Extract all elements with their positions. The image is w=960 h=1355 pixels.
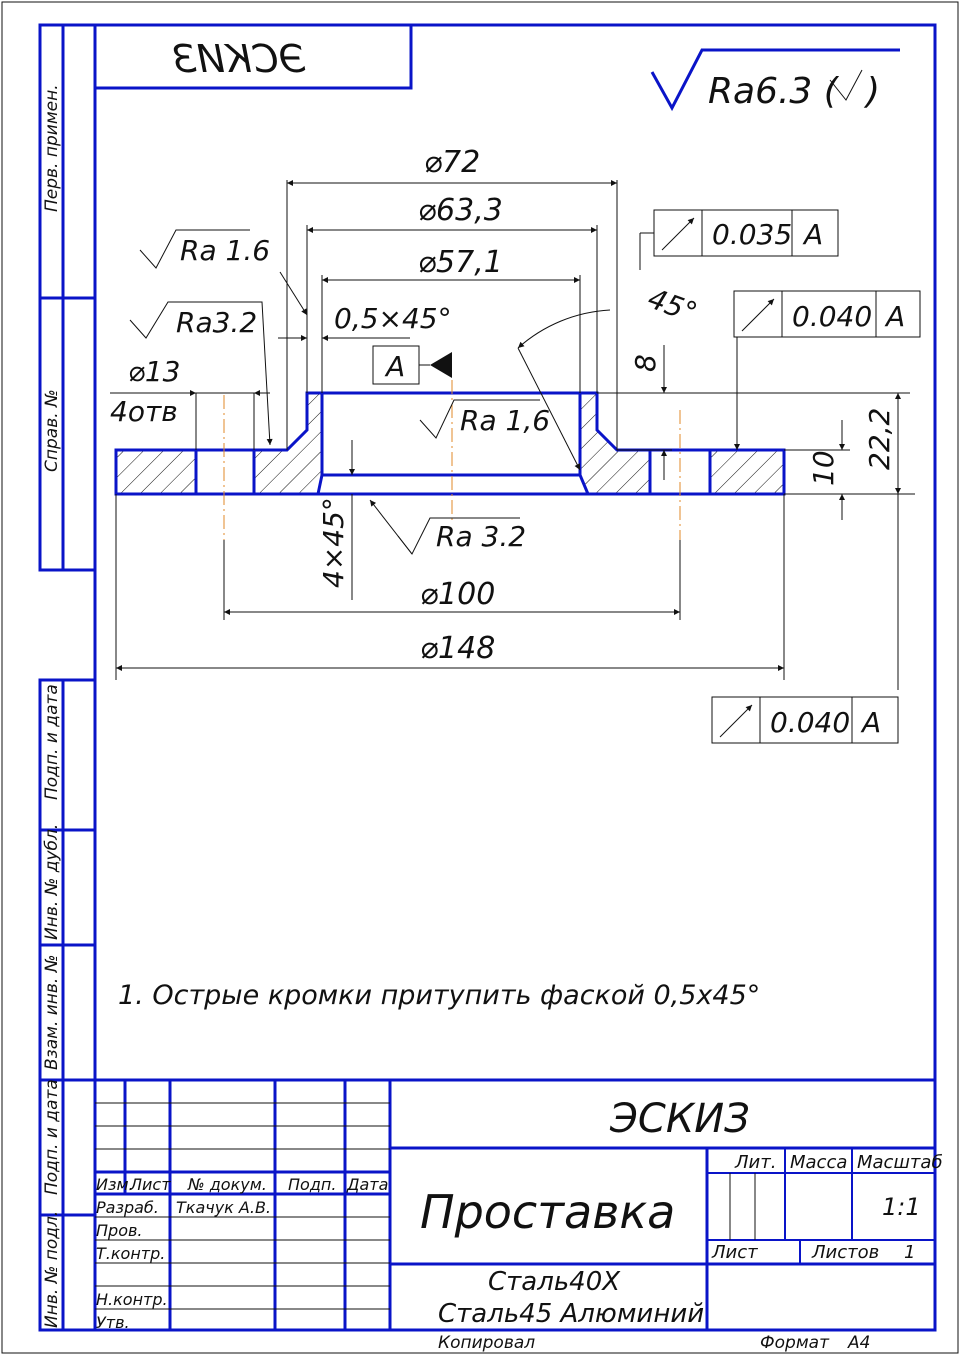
side-label-inv-dubl: Инв. № дубл. [42, 824, 62, 940]
material-2: Сталь45 Алюминий [438, 1299, 704, 1329]
runout-frame-1: 0.035 A [639, 209, 839, 270]
side-stamp: Перв. примен. Справ. № Подп. и дата Инв.… [38, 23, 97, 1332]
col-izm: Изм. [96, 1175, 134, 1194]
row-utv: Утв. [96, 1313, 130, 1332]
dim-chamfer-top: 0,5×45° [334, 302, 452, 335]
label-format: Формат [760, 1333, 830, 1353]
dim-angle45: 45° [644, 282, 702, 330]
dim-d72: ⌀72 [424, 145, 480, 180]
label-kopiroval: Копировал [438, 1333, 535, 1353]
part-name: Проставка [420, 1185, 675, 1239]
dim-d57: ⌀57,1 [418, 245, 503, 280]
row-nkontr: Н.контр. [96, 1290, 168, 1309]
row-razrab: Разраб. [96, 1198, 159, 1217]
col-lit: Лит. [734, 1152, 776, 1173]
side-label-inv-podl: Инв. № подл. [42, 1211, 62, 1328]
roughness-ra32-left: Ra3.2 [176, 306, 257, 339]
side-label-perv: Перв. примен. [42, 84, 62, 212]
dim-d63: ⌀63,3 [418, 193, 503, 228]
mirrored-stamp: ЭСКИЗ [93, 23, 413, 90]
dimensions: ⌀72 ⌀63,3 ⌀57,1 0,5×45° A ⌀13 4отв 45° [110, 145, 915, 690]
side-label-vzam: Взам. инв. № [42, 955, 62, 1070]
dim-holes: 4отв [110, 395, 178, 428]
title-sketch: ЭСКИЗ [609, 1096, 750, 1142]
svg-text:Ra6.3 (: Ra6.3 ( [708, 71, 840, 112]
dim-h22: 22,2 [863, 408, 896, 470]
dim-h8: 8 [629, 354, 662, 372]
dim-h10: 10 [807, 450, 840, 486]
label-listov: Листов [811, 1242, 879, 1263]
row-prov: Пров. [96, 1221, 143, 1240]
roughness-ra16-left: Ra 1.6 [180, 234, 270, 267]
svg-text:): ) [863, 71, 880, 112]
runout-frame-2: 0.040 A [733, 290, 921, 450]
col-doc: № докум. [187, 1175, 267, 1194]
col-list: Лист [129, 1175, 171, 1194]
col-massa: Масса [790, 1152, 847, 1173]
runout-frame-3: 0.040 A [711, 696, 899, 744]
part-section [114, 380, 786, 540]
side-label-podp-1: Подп. и дата [42, 684, 62, 800]
dim-chamfer-side: 4×45° [317, 497, 350, 588]
side-label-podp-2: Подп. и дата [42, 1079, 62, 1195]
roughness-marks: Ra 1.6 Ra3.2 Ra 1,6 Ra 3.2 [129, 229, 550, 555]
mirrored-stamp-text: ЭСКИЗ [172, 37, 306, 81]
runout-value-3: 0.040 [770, 706, 850, 739]
runout-value-2: 0.040 [792, 300, 872, 333]
runout-datum-3: A [860, 706, 881, 739]
material-1: Сталь40Х [488, 1267, 621, 1297]
side-label-sprav: Справ. № [42, 389, 62, 472]
roughness-ra32-bottom: Ra 3.2 [436, 520, 526, 553]
col-podp: Подп. [288, 1175, 336, 1194]
row-tkontr: Т.контр. [96, 1244, 165, 1263]
col-data: Дата [346, 1175, 388, 1194]
runout-datum-1: A [802, 218, 823, 251]
dim-d100: ⌀100 [420, 577, 495, 612]
runout-datum-2: A [884, 300, 905, 333]
razrab-name: Ткачук А.В. [176, 1198, 271, 1217]
title-block: ЭСКИЗ Изм. Лист № докум. Подп. Дата Разр… [93, 1078, 943, 1332]
dim-d148: ⌀148 [420, 631, 495, 666]
datum-label: A [384, 350, 405, 383]
runout-value-1: 0.035 [712, 218, 792, 251]
technical-note: 1. Острые кромки притупить фаской 0,5х45… [118, 980, 760, 1011]
listov-value: 1 [904, 1242, 915, 1263]
dim-d13: ⌀13 [128, 355, 181, 388]
scale-value: 1:1 [882, 1193, 921, 1221]
roughness-ra16-inner: Ra 1,6 [460, 404, 550, 437]
general-roughness: Ra6.3 ( ) [650, 48, 900, 112]
label-list: Лист [711, 1242, 758, 1263]
col-masshtab: Масштаб [857, 1152, 943, 1173]
format-value: А4 [847, 1333, 870, 1353]
